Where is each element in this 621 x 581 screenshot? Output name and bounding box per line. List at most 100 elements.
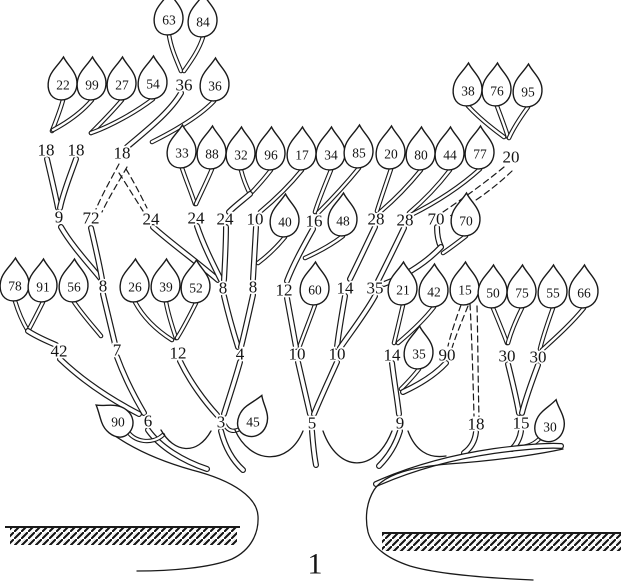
leaf-88: 88 — [196, 125, 227, 170]
branch-label-14: 14 — [384, 346, 402, 365]
leaf-32: 32 — [225, 126, 256, 171]
branch-label-24: 24 — [188, 209, 206, 228]
leaf-38: 38 — [452, 62, 483, 107]
leaf-96-value: 96 — [264, 148, 278, 163]
leaf-20: 20 — [375, 125, 406, 170]
leaf-90-value: 90 — [111, 415, 125, 430]
branch-label-8: 8 — [99, 277, 108, 296]
branch-label-28: 28 — [397, 211, 414, 230]
leaf-55: 55 — [537, 264, 568, 309]
leaf-70-value: 70 — [459, 214, 473, 229]
branch-label-30: 30 — [530, 348, 547, 367]
leaf-38-value: 38 — [461, 84, 475, 99]
leaf-35: 35 — [403, 325, 434, 370]
leaf-88-value: 88 — [205, 147, 219, 162]
leaf-15: 15 — [449, 261, 480, 306]
branch-label-12: 12 — [170, 344, 187, 363]
branch-label-10: 10 — [329, 345, 346, 364]
leaf-63-value: 63 — [162, 13, 176, 28]
leaf-20-value: 20 — [384, 147, 398, 162]
leaf-56: 56 — [58, 258, 89, 303]
leaf-91-value: 91 — [36, 280, 50, 295]
branch-label-72: 72 — [83, 209, 100, 228]
leaf-50: 50 — [477, 264, 508, 309]
leaf-78-value: 78 — [8, 279, 22, 294]
leaf-75-value: 75 — [515, 286, 529, 301]
leaf-34: 34 — [315, 126, 346, 171]
branch-label-7: 7 — [113, 341, 122, 360]
leaf-42-value: 42 — [427, 285, 441, 300]
leaf-39-value: 39 — [159, 280, 173, 295]
leaf-66: 66 — [568, 264, 599, 309]
leaf-30: 30 — [531, 395, 571, 446]
ground-left — [5, 526, 240, 545]
leaf-30-value: 30 — [543, 420, 557, 435]
leaf-77-value: 77 — [473, 147, 487, 162]
leaf-52: 52 — [180, 259, 211, 304]
branch-label-24: 24 — [143, 210, 161, 229]
leaf-32-value: 32 — [234, 148, 248, 163]
leaf-45-value: 45 — [246, 415, 260, 430]
leaf-55-value: 55 — [546, 286, 560, 301]
leaf-15-value: 15 — [458, 283, 472, 298]
leaf-96: 96 — [255, 126, 286, 171]
leaf-91: 91 — [27, 258, 58, 303]
branch-label-8: 8 — [219, 279, 228, 298]
leaf-50-value: 50 — [486, 286, 500, 301]
branch-label-18: 18 — [38, 141, 55, 160]
leaf-34-value: 34 — [324, 148, 338, 163]
leaf-60: 60 — [299, 261, 330, 306]
branch-label-3: 3 — [217, 413, 226, 432]
branch-label-8: 8 — [249, 278, 258, 297]
leaf-80-value: 80 — [414, 148, 428, 163]
leaf-99: 99 — [76, 56, 107, 101]
leaf-77: 77 — [464, 125, 495, 170]
trunk-outline — [106, 429, 564, 581]
leaf-95: 95 — [512, 63, 543, 108]
branch-label-30: 30 — [499, 347, 516, 366]
leaf-22: 22 — [47, 56, 78, 101]
ground — [5, 526, 621, 551]
root-label: 1 — [308, 548, 323, 581]
leaf-17-value: 17 — [295, 148, 309, 163]
branch-label-12: 12 — [276, 281, 293, 300]
branch-label-90: 90 — [439, 346, 456, 365]
leaf-60-value: 60 — [308, 283, 322, 298]
leaf-48: 48 — [327, 192, 358, 237]
leaf-21: 21 — [387, 261, 418, 306]
leaf-36: 36 — [199, 57, 230, 102]
leaf-26: 26 — [119, 258, 150, 303]
branch-label-5: 5 — [308, 414, 317, 433]
leaf-52-value: 52 — [189, 281, 203, 296]
branch-label-70: 70 — [428, 210, 445, 229]
leaf-40: 40 — [269, 193, 300, 238]
leaf-26-value: 26 — [128, 280, 142, 295]
leaf-95-value: 95 — [521, 85, 535, 100]
leaf-76: 76 — [481, 62, 512, 107]
solid-branches — [12, 32, 587, 487]
leaf-40-value: 40 — [278, 215, 292, 230]
leaf-44: 44 — [434, 126, 465, 171]
branch-label-4: 4 — [236, 345, 245, 364]
branch-label-16: 16 — [306, 212, 323, 231]
leaf-33: 33 — [166, 124, 197, 169]
branch-label-36: 36 — [176, 76, 193, 95]
leaf-76-value: 76 — [490, 84, 504, 99]
leaf-48-value: 48 — [336, 214, 350, 229]
leaf-21-value: 21 — [396, 283, 410, 298]
leaf-85: 85 — [343, 124, 374, 169]
leaf-66-value: 66 — [577, 286, 591, 301]
leaf-99-value: 99 — [85, 78, 99, 93]
branch-label-42: 42 — [51, 342, 68, 361]
branch-label-35: 35 — [367, 279, 384, 298]
branch-label-28: 28 — [368, 210, 385, 229]
leaf-17: 17 — [286, 126, 317, 171]
leaf-90: 90 — [86, 393, 140, 444]
leaf-84-value: 84 — [196, 15, 210, 30]
branch-label-24: 24 — [217, 210, 235, 229]
leaf-80: 80 — [405, 126, 436, 171]
